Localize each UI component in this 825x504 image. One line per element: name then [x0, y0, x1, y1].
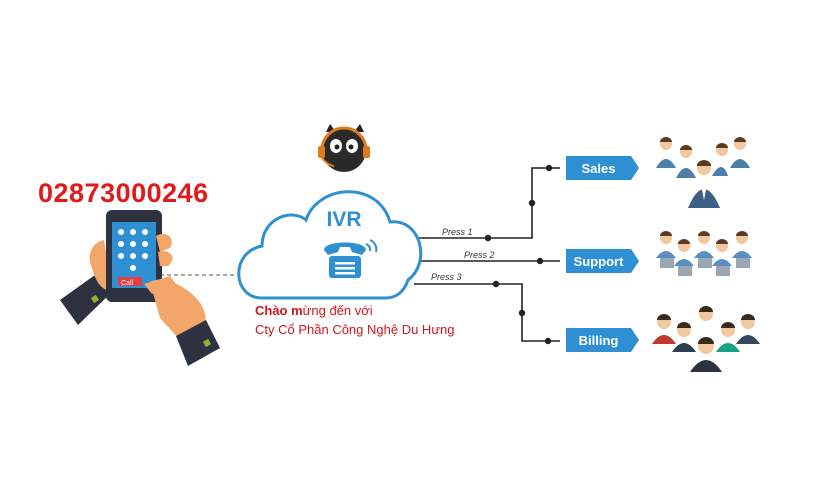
- welcome-line-1-bold: Chào m: [255, 303, 303, 318]
- press-2-label: Press 2: [464, 250, 495, 260]
- press-1-label: Press 1: [442, 227, 473, 237]
- hand-holding-phone-illustration: Call: [60, 210, 220, 366]
- welcome-line-1: Chào mừng đến với: [255, 303, 373, 318]
- route-dots: [484, 164, 553, 345]
- telephone-icon: [324, 239, 378, 278]
- sales-department-box: Sales: [566, 156, 639, 180]
- route-line-sales: [412, 167, 560, 239]
- ivr-cloud-icon: IVR: [237, 190, 423, 300]
- billing-team-illustration: [652, 306, 760, 372]
- press-3-label: Press 3: [431, 272, 462, 282]
- welcome-line-2: Cty Cổ Phần Công Nghệ Du Hưng: [255, 322, 455, 337]
- headset-mascot-icon: [318, 124, 370, 172]
- support-department-box: Support: [566, 249, 639, 273]
- support-team-illustration: [656, 231, 752, 276]
- phone-call-button-label: Call: [121, 280, 134, 287]
- welcome-line-1-rest: ừng đến với: [302, 303, 373, 318]
- sales-team-illustration: [656, 137, 750, 208]
- ivr-label: IVR: [326, 208, 361, 231]
- billing-department-box: Billing: [566, 328, 639, 352]
- phone-number: 02873000246: [38, 178, 209, 208]
- keypad-icon: [118, 229, 148, 271]
